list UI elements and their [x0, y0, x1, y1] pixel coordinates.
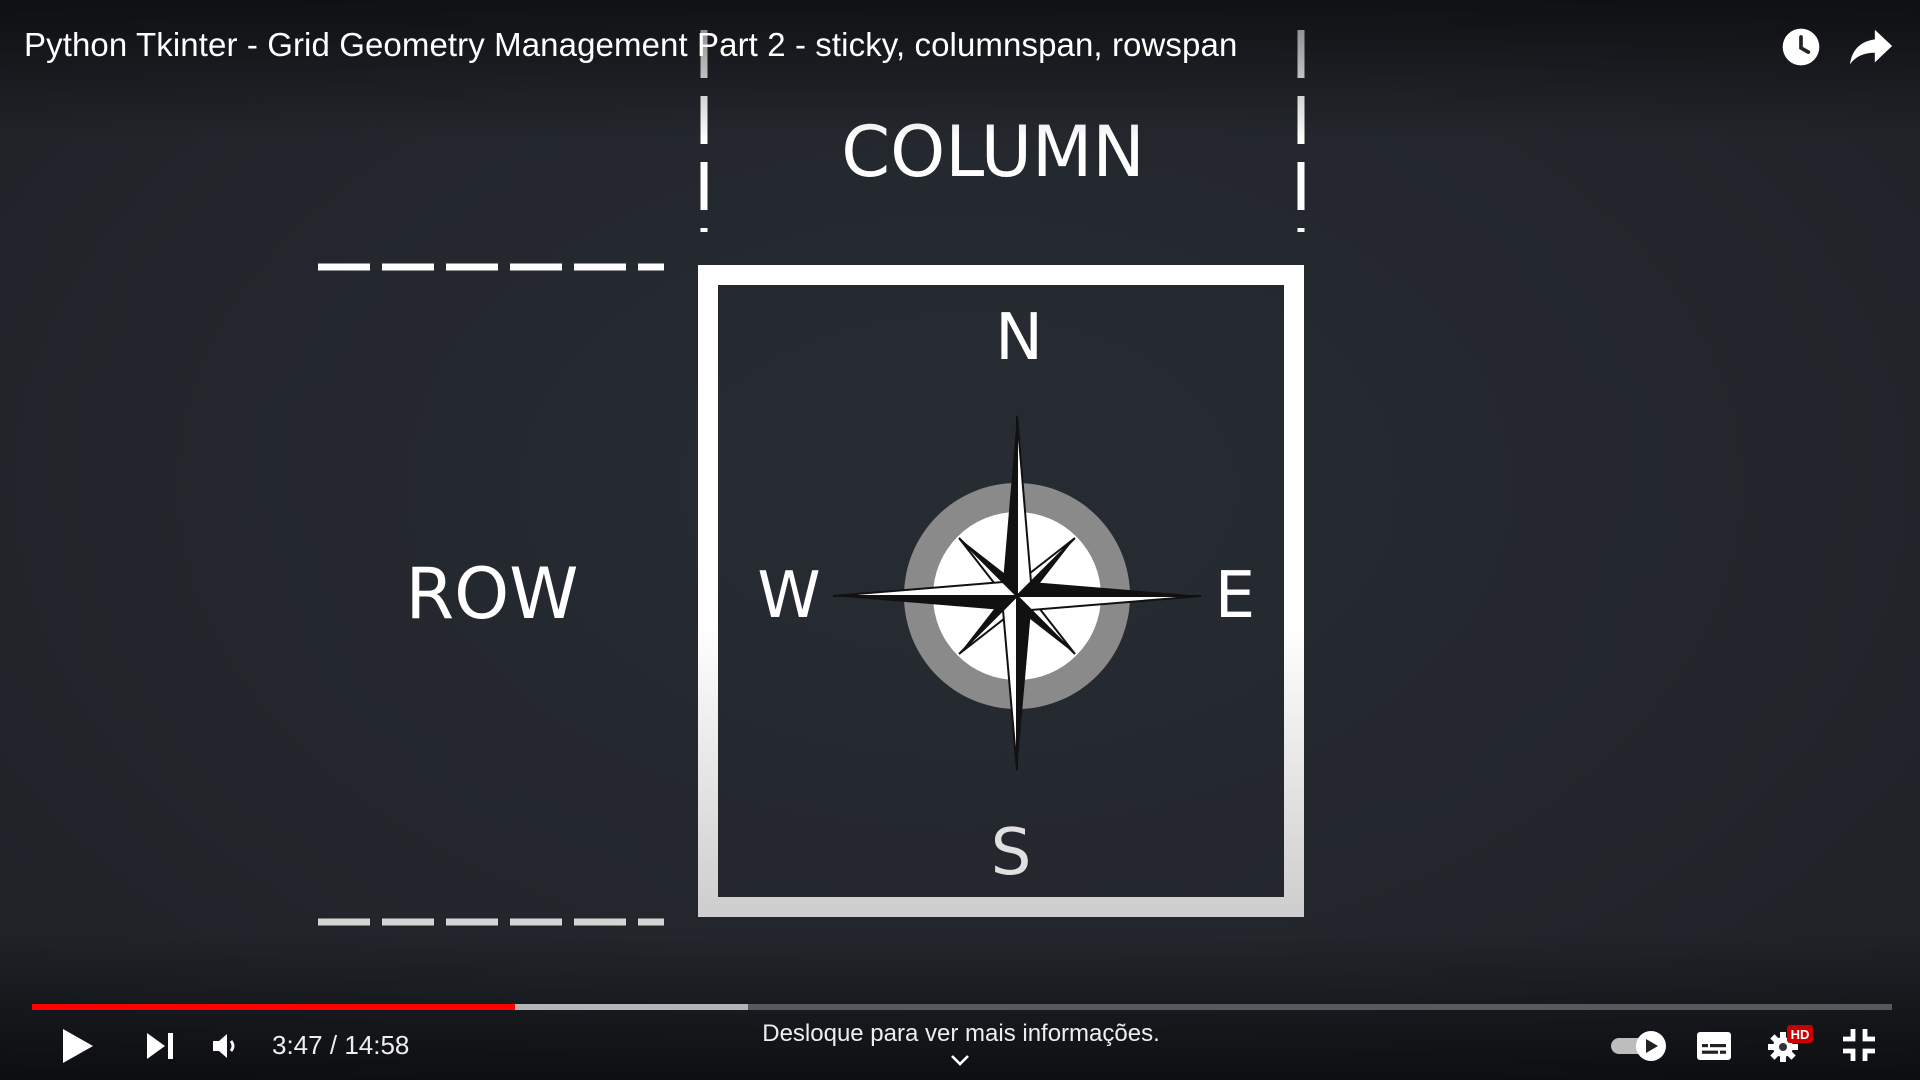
share-button[interactable]: [1846, 22, 1896, 72]
row-guides: [318, 263, 664, 926]
time-separator: /: [329, 1030, 338, 1060]
volume-button[interactable]: [204, 1022, 248, 1070]
clock-icon: [1782, 28, 1820, 66]
exit-fullscreen-button[interactable]: [1834, 1022, 1884, 1068]
progress-bar[interactable]: [32, 1003, 1892, 1011]
play-icon: [63, 1029, 93, 1063]
subtitles-icon: [1697, 1032, 1731, 1060]
row-label: ROW: [406, 553, 579, 635]
chevron-down-icon: [951, 1055, 969, 1066]
subtitles-button[interactable]: [1690, 1025, 1738, 1067]
hd-badge: HD: [1791, 1027, 1810, 1042]
play-button[interactable]: [52, 1022, 104, 1070]
share-arrow-icon: [1849, 29, 1893, 65]
top-gradient: [0, 0, 1920, 140]
video-title[interactable]: Python Tkinter - Grid Geometry Managemen…: [24, 26, 1238, 63]
autoplay-toggle-icon: [1611, 1031, 1666, 1061]
compass-rose-icon: [832, 415, 1202, 771]
time-display: 3:47 / 14:58: [272, 1030, 409, 1061]
north-label: N: [995, 301, 1043, 375]
progress-played: [32, 1004, 516, 1010]
next-button[interactable]: [136, 1022, 184, 1070]
duration: 14:58: [344, 1030, 410, 1060]
scroll-hint-chevron[interactable]: [949, 1053, 971, 1072]
watch-later-button[interactable]: [1776, 22, 1826, 72]
west-label: W: [757, 559, 820, 633]
south-label: S: [991, 816, 1032, 890]
skip-next-icon: [147, 1033, 173, 1059]
grid-cell-box: [698, 265, 1304, 917]
settings-button[interactable]: HD: [1762, 1020, 1816, 1070]
volume-icon: [213, 1034, 235, 1058]
progress-track: [32, 1004, 1892, 1010]
gear-icon: HD: [1768, 1025, 1813, 1062]
exit-fullscreen-icon: [1843, 1029, 1875, 1061]
current-time: 3:47: [272, 1030, 323, 1060]
autoplay-toggle[interactable]: [1608, 1028, 1670, 1064]
scroll-hint[interactable]: Desloque para ver mais informações.: [762, 1020, 1160, 1047]
east-label: E: [1215, 559, 1255, 633]
